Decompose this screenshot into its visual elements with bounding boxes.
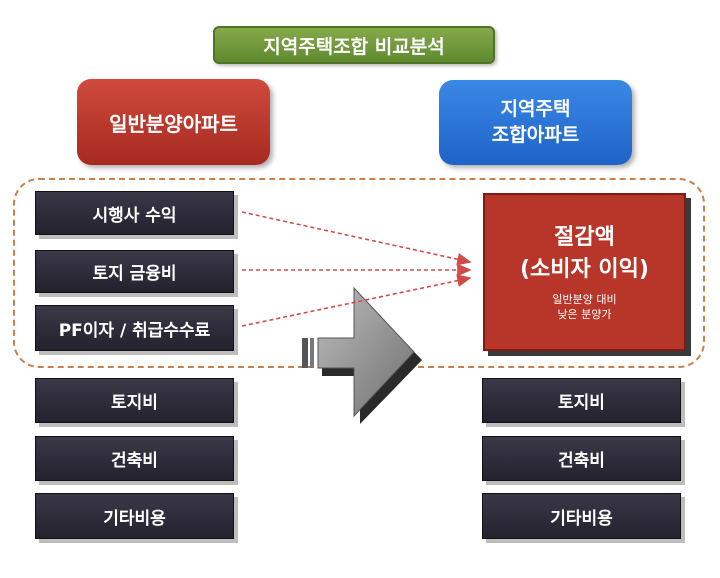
housing-association-header-line1: 지역주택 — [500, 97, 571, 120]
right-land-cost-item: 토지비 — [482, 378, 681, 423]
land-finance-cost-item: 토지 금융비 — [35, 250, 234, 293]
savings-box: 절감액 (소비자 이익) 일반분양 대비 낮은 분양가 — [483, 193, 686, 351]
right-other-cost-item: 기타비용 — [482, 493, 681, 539]
savings-note-line1: 일반분양 대비 — [552, 292, 617, 306]
big-right-arrow-icon — [302, 286, 422, 424]
housing-association-apartment-header: 지역주택 조합아파트 — [439, 80, 632, 165]
general-sale-apartment-header: 일반분양아파트 — [77, 79, 270, 165]
pf-interest-connector — [241, 274, 472, 327]
left-construction-cost-item: 건축비 — [35, 436, 234, 481]
developer-profit-item: 시행사 수익 — [35, 191, 234, 235]
savings-consumer-benefit: (소비자 이익) — [520, 256, 649, 282]
left-land-cost-item: 토지비 — [35, 378, 234, 423]
housing-association-header-line2: 조합아파트 — [491, 123, 580, 146]
pf-interest-fee-item: PF이자 / 취급수수료 — [35, 305, 234, 351]
savings-note-line2: 낮은 분양가 — [557, 307, 612, 321]
savings-title: 절감액 — [554, 224, 615, 250]
right-construction-cost-item: 건축비 — [482, 436, 681, 481]
left-other-cost-item: 기타비용 — [35, 493, 234, 539]
diagram-title: 지역주택조합 비교분석 — [213, 26, 495, 64]
developer-profit-connector — [241, 211, 472, 266]
